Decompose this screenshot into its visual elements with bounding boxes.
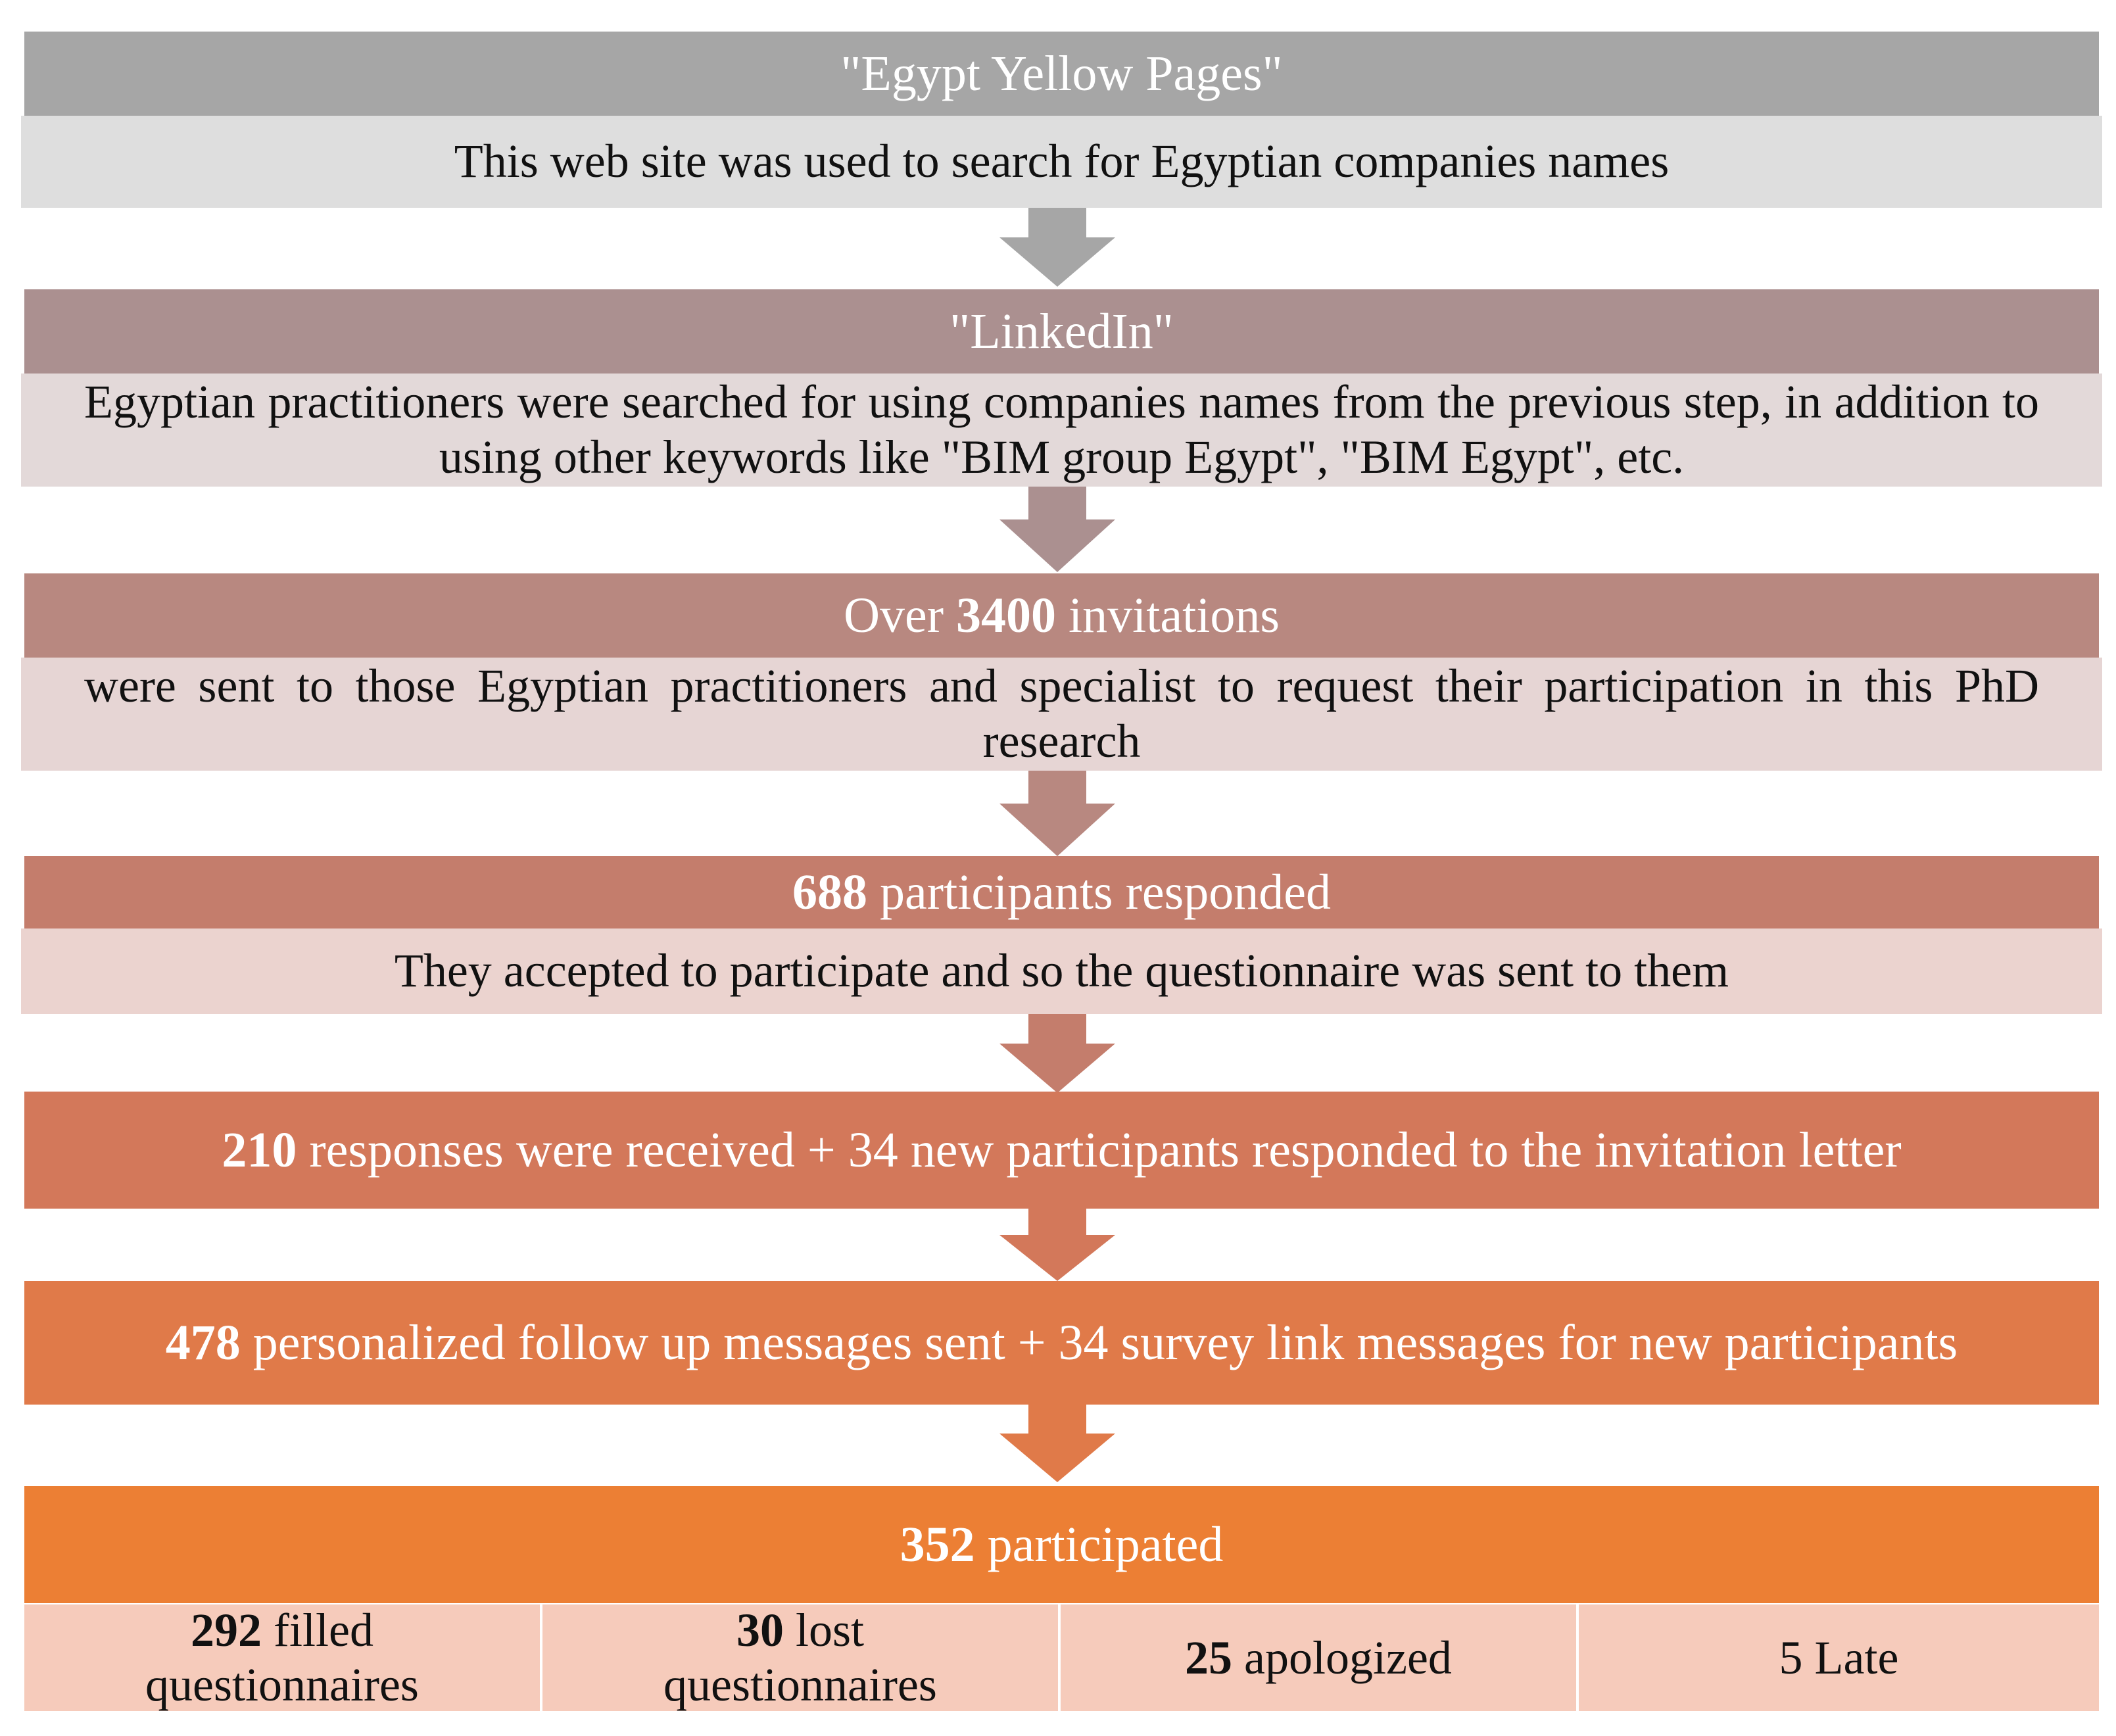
filled-label: filled questionnaires bbox=[145, 1604, 419, 1711]
lost-count: 30 bbox=[736, 1604, 784, 1657]
invitation-count: 3400 bbox=[956, 587, 1057, 643]
step-4-detail-box: They accepted to participate and so the … bbox=[21, 928, 2102, 1014]
step-5-title: 210 responses were received + 34 new par… bbox=[222, 1122, 1902, 1178]
outcome-late: 5 Late bbox=[1579, 1604, 2099, 1711]
step-7-header: 352 participated bbox=[24, 1486, 2099, 1603]
step-1-detail-box: This web site was used to search for Egy… bbox=[21, 116, 2102, 208]
step-7-title: 352 participated bbox=[900, 1516, 1224, 1572]
outcome-apologized: 25 apologized bbox=[1061, 1604, 1576, 1711]
step-4-title: 688 participants responded bbox=[792, 864, 1331, 920]
filled-count: 292 bbox=[191, 1604, 262, 1657]
step-1-detail: This web site was used to search for Egy… bbox=[454, 135, 1670, 188]
step-1-header: "Egypt Yellow Pages" bbox=[24, 32, 2099, 116]
step-3-header: Over 3400 invitations bbox=[24, 573, 2099, 658]
step-4-header: 688 participants responded bbox=[24, 856, 2099, 928]
down-arrow-3 bbox=[999, 771, 1115, 856]
outcome-lost: 30 lost questionnaires bbox=[542, 1604, 1058, 1711]
down-arrow-4 bbox=[999, 1014, 1115, 1093]
step-5-header: 210 responses were received + 34 new par… bbox=[24, 1092, 2099, 1209]
step-3-title: Over 3400 invitations bbox=[844, 587, 1280, 643]
apologized-label: apologized bbox=[1232, 1631, 1452, 1684]
participated-count: 352 bbox=[900, 1516, 975, 1572]
step-3-detail: were sent to those Egyptian practitioner… bbox=[84, 660, 2039, 767]
down-arrow-2 bbox=[999, 487, 1115, 572]
outcome-filled: 292 filled questionnaires bbox=[24, 1604, 540, 1711]
down-arrow-6 bbox=[999, 1405, 1115, 1482]
step-6-title: 478 personalized follow up messages sent… bbox=[165, 1314, 1958, 1370]
step-2-detail: Egyptian practitioners were searched for… bbox=[84, 375, 2039, 483]
step-2-detail-box: Egyptian practitioners were searched for… bbox=[21, 374, 2102, 487]
late-label: 5 Late bbox=[1779, 1631, 1899, 1684]
down-arrow-1 bbox=[999, 208, 1115, 287]
respondent-count: 688 bbox=[792, 864, 868, 920]
step-1-title: "Egypt Yellow Pages" bbox=[840, 45, 1283, 101]
step-3-detail-box: were sent to those Egyptian practitioner… bbox=[21, 658, 2102, 771]
step-2-title: "LinkedIn" bbox=[950, 303, 1174, 359]
step-4-detail: They accepted to participate and so the … bbox=[394, 944, 1729, 998]
lost-label: lost questionnaires bbox=[663, 1604, 937, 1711]
response-count: 210 bbox=[222, 1122, 297, 1178]
down-arrow-5 bbox=[999, 1209, 1115, 1281]
follow-up-count: 478 bbox=[165, 1314, 241, 1370]
apologized-count: 25 bbox=[1185, 1631, 1233, 1684]
step-2-header: "LinkedIn" bbox=[24, 289, 2099, 374]
step-6-header: 478 personalized follow up messages sent… bbox=[24, 1281, 2099, 1405]
